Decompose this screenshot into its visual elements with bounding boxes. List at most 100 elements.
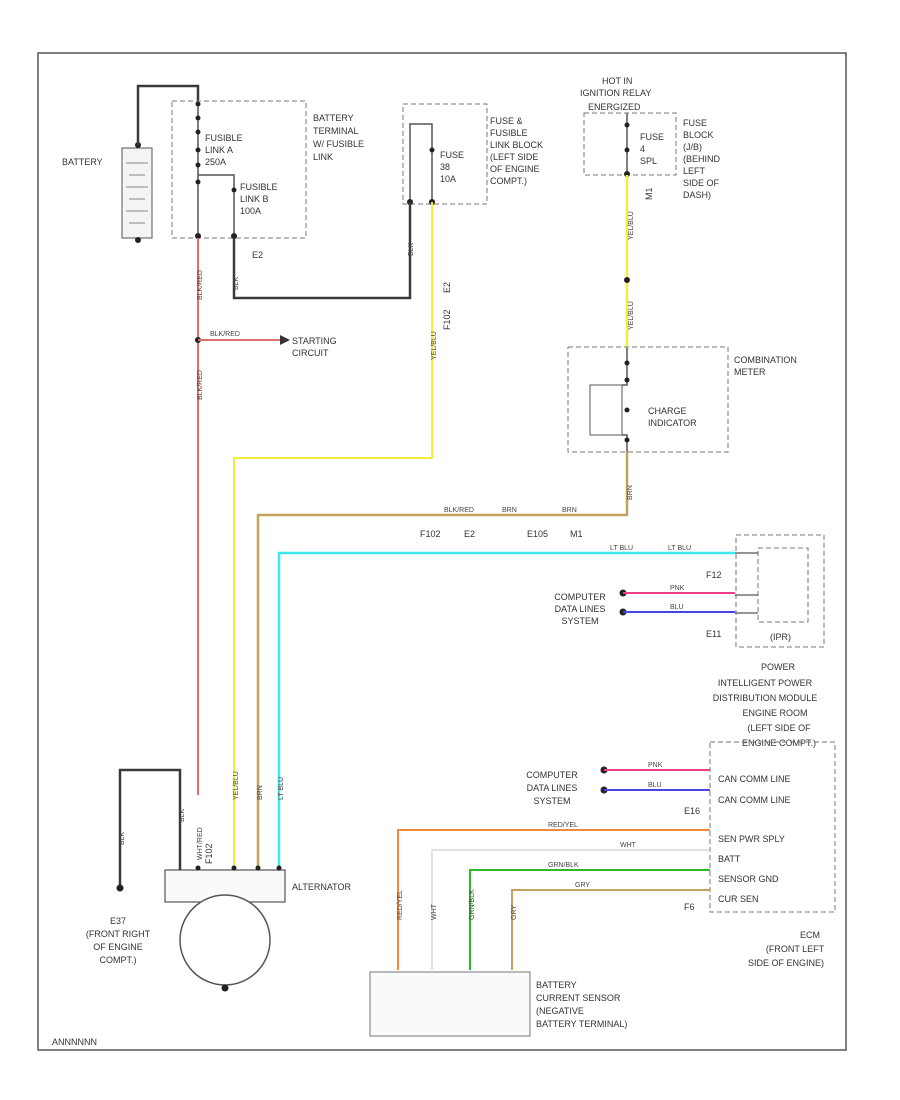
fuse-38-element [409, 123, 433, 202]
wire-label-grn-2: GRN/BLK [469, 889, 476, 920]
battery-terminal-fusible-link-box [171, 100, 307, 239]
svg-text:POWER: POWER [761, 662, 796, 672]
battery-sense-wire [431, 849, 710, 970]
alternator-ground-wire [118, 768, 182, 888]
fuse-10a-label: FUSE 38 10A [440, 150, 464, 184]
combination-meter-box [567, 346, 729, 453]
hot-in-label: HOT IN IGNITION RELAY ENERGIZED [580, 76, 651, 112]
charge-indicator-label: CHARGE INDICATOR [648, 406, 697, 428]
current-sensor-label: BATTERY CURRENT SENSOR (NEGATIVE BATTERY… [536, 980, 627, 1029]
alternator [179, 894, 271, 986]
svg-text:HOT IN: HOT IN [602, 76, 632, 86]
svg-text:38: 38 [440, 162, 450, 172]
ipdm-tag: (IPR) [770, 632, 791, 642]
svg-text:SEN PWR SPLY: SEN PWR SPLY [718, 834, 785, 844]
wire-label-yel-2: YEL/BLU [628, 301, 635, 330]
fuse-fusible-link-block-box [402, 103, 488, 205]
current-sensor-signal-wire [511, 889, 710, 970]
svg-text:BLOCK: BLOCK [683, 130, 714, 140]
connector-label-f6: F6 [684, 902, 695, 912]
svg-text:DASH): DASH) [683, 190, 711, 200]
alternator-label: ALTERNATOR [292, 882, 352, 892]
svg-text:(FRONT RIGHT: (FRONT RIGHT [86, 929, 151, 939]
battery-negative-terminal [135, 237, 141, 243]
ground-e37 [116, 884, 124, 892]
connector-label-m1: M1 [570, 529, 583, 539]
wire-label-ltblu-1: LT BLU [610, 545, 633, 552]
alternator-l-charge-wire [256, 452, 629, 868]
svg-text:SYSTEM: SYSTEM [561, 616, 598, 626]
wire-label-whtred: WHT/RED [197, 827, 204, 860]
svg-text:COMPT.): COMPT.) [490, 176, 527, 186]
svg-text:BATTERY TERMINAL): BATTERY TERMINAL) [536, 1019, 627, 1029]
svg-text:CURRENT SENSOR: CURRENT SENSOR [536, 993, 621, 1003]
wire-label-brn-3: BRN [627, 485, 634, 500]
wire-label-yel-4: YEL/BLU [233, 771, 240, 800]
wire-label-pnk-2: PNK [648, 762, 663, 769]
battery-current-sensor [369, 971, 531, 1037]
wire-label-brn-4: BRN [257, 785, 264, 800]
wire-label-gry-1: GRY [575, 882, 590, 889]
wire-label-blk-3: BLK [119, 831, 126, 845]
wire-label-pnk-1: PNK [670, 585, 685, 592]
svg-text:(NEGATIVE: (NEGATIVE [536, 1006, 584, 1016]
connector-label-e2-side: E2 [442, 282, 452, 293]
wire-label-yel-3: YEL/BLU [431, 331, 438, 360]
svg-text:DATA LINES: DATA LINES [527, 783, 578, 793]
connector-label-m1-upper: M1 [644, 187, 654, 200]
svg-text:COMPUTER: COMPUTER [526, 770, 578, 780]
svg-text:100A: 100A [240, 206, 261, 216]
svg-text:ENGINE ROOM: ENGINE ROOM [742, 708, 807, 718]
connector-label-e11: E11 [706, 629, 721, 639]
wire-label-red-2: BLK/RED [197, 370, 204, 400]
fusible-link-b [198, 174, 235, 238]
wire-label-brn-2: BRN [562, 507, 577, 514]
wire-label-wht-2: WHT [431, 903, 438, 920]
svg-text:METER: METER [734, 367, 766, 377]
svg-text:FUSIBLE: FUSIBLE [240, 182, 278, 192]
svg-text:CAN COMM LINE: CAN COMM LINE [718, 795, 791, 805]
svg-text:SPL: SPL [640, 156, 657, 166]
svg-text:CAN COMM LINE: CAN COMM LINE [718, 774, 791, 784]
connector-label-f102-upper: F102 [442, 309, 452, 330]
svg-text:CIRCUIT: CIRCUIT [292, 348, 329, 358]
svg-text:250A: 250A [205, 157, 226, 167]
wire-label-tan-1: BLK/RED [444, 507, 474, 514]
wire-label-redyel-2: RED/YEL [397, 890, 404, 920]
wire-label-wht-1: WHT [620, 842, 637, 849]
svg-text:BATT: BATT [718, 854, 741, 864]
wire-label-ltblu-3: LT BLU [278, 777, 285, 800]
svg-text:TERMINAL: TERMINAL [313, 126, 359, 136]
svg-text:CUR SEN: CUR SEN [718, 894, 759, 904]
svg-text:LINK B: LINK B [240, 194, 269, 204]
ecm-label: ECM (FRONT LEFT SIDE OF ENGINE) [748, 930, 825, 968]
ecm-box [709, 741, 836, 913]
svg-text:CHARGE: CHARGE [648, 406, 687, 416]
svg-text:OF ENGINE: OF ENGINE [93, 942, 143, 952]
wire-label-redyel-1: RED/YEL [548, 822, 578, 829]
svg-text:SIDE OF: SIDE OF [683, 178, 720, 188]
fusible-link-a-label: FUSIBLE LINK A 250A [205, 133, 243, 167]
svg-text:STARTING: STARTING [292, 336, 337, 346]
svg-text:E37: E37 [110, 916, 126, 926]
combination-meter-label: COMBINATION METER [734, 355, 797, 377]
svg-text:SYSTEM: SYSTEM [533, 796, 570, 806]
alternator-s-sense-wire [233, 202, 433, 868]
svg-text:(FRONT LEFT: (FRONT LEFT [766, 944, 825, 954]
svg-text:INDICATOR: INDICATOR [648, 418, 697, 428]
svg-text:ECM: ECM [800, 930, 820, 940]
svg-text:ENGINE COMPT.): ENGINE COMPT.) [742, 738, 816, 748]
starting-circuit-arrow [280, 335, 290, 345]
connector-label-e16: E16 [684, 806, 700, 816]
ecm-pin-labels: CAN COMM LINE CAN COMM LINE SEN PWR SPLY… [718, 774, 791, 904]
svg-text:FUSE: FUSE [683, 118, 707, 128]
svg-text:BATTERY: BATTERY [313, 113, 354, 123]
battery [121, 147, 153, 239]
battery-label: BATTERY [62, 157, 103, 167]
connector-label-e105: E105 [527, 529, 548, 539]
wire-label-ltblu-2: LT BLU [668, 545, 691, 552]
connector-label-e2: E2 [464, 529, 475, 539]
svg-text:(LEFT SIDE: (LEFT SIDE [490, 152, 538, 162]
svg-text:SIDE OF ENGINE): SIDE OF ENGINE) [748, 958, 824, 968]
